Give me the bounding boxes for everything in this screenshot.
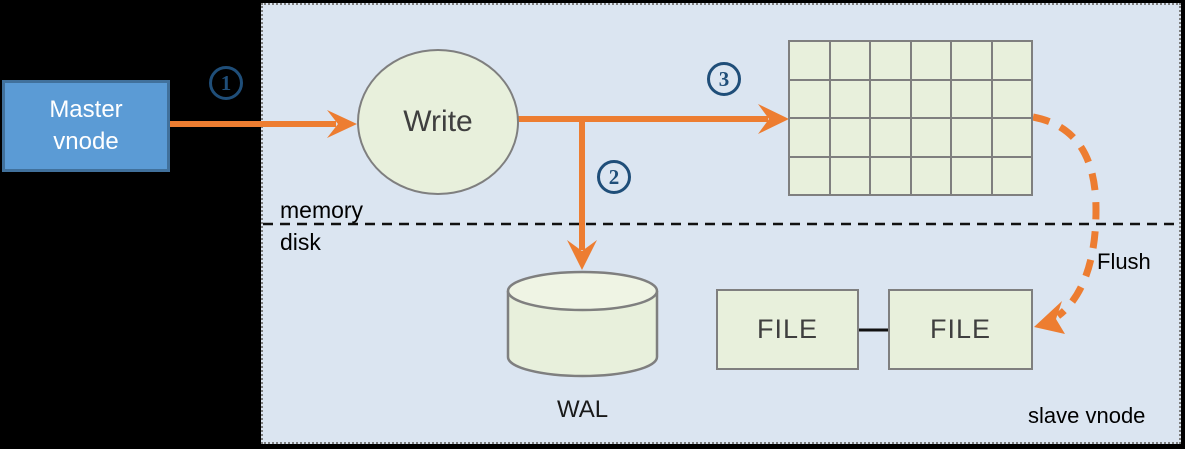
memtable-cell [911,42,950,79]
master-vnode-label-line2: vnode [53,128,119,155]
memtable-cell [992,157,1031,194]
file-box-1-label: FILE [756,314,819,344]
memtable-grid [788,40,1033,196]
file-box-2-label: FILE [929,314,992,344]
memtable-cell [790,119,829,156]
memtable-cell [911,157,950,194]
memtable-cell [871,119,910,156]
flush-label: Flush [1097,249,1151,274]
memtable-cell [871,157,910,194]
memtable-cell [911,80,950,117]
step-1-badge: 1 [209,66,243,100]
file-box-2: FILE [888,289,1033,370]
memtable-cell [871,80,910,117]
memory-label: memory [280,197,364,223]
master-vnode-box: Master vnode [2,80,170,172]
memtable-cell [952,80,991,117]
memtable-cell [830,42,869,79]
memtable-cell [871,42,910,79]
wal-label: WAL [556,396,609,423]
step-3-badge: 3 [707,62,741,96]
memtable-cell [992,119,1031,156]
memtable-cell [830,119,869,156]
master-vnode-label-line1: Master [49,95,123,123]
step-2-badge: 2 [597,160,631,194]
write-node: Write [357,49,519,195]
memtable-cell [952,119,991,156]
memtable-cell [992,80,1031,117]
write-label: Write [403,105,473,138]
memtable-cell [911,119,950,156]
memtable-cell [992,42,1031,79]
file-box-1: FILE [716,289,859,370]
memtable-cell [952,42,991,79]
memtable-cell [790,42,829,79]
slave-vnode-label: slave vnode [1028,403,1146,428]
memtable-cell [790,157,829,194]
disk-label: disk [280,229,321,255]
memtable-cell [830,80,869,117]
memtable-cell [830,157,869,194]
memtable-cell [790,80,829,117]
memtable-cell [952,157,991,194]
